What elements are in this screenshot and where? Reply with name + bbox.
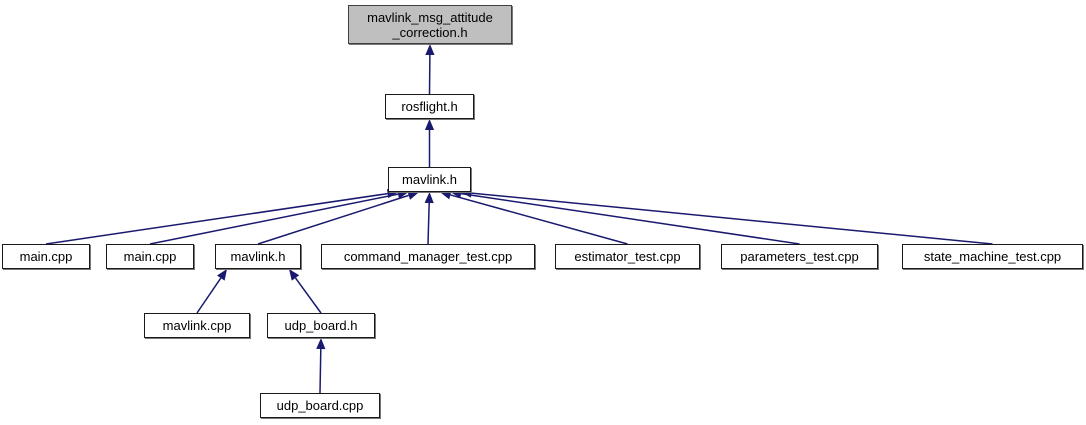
graph-node-mavlink_msg_attitude_correction_h: mavlink_msg_attitude _correction.h bbox=[348, 5, 512, 44]
graph-node-state_machine_test_cpp[interactable]: state_machine_test.cpp bbox=[902, 244, 1083, 269]
graph-node-label: parameters_test.cpp bbox=[740, 249, 859, 264]
graph-edge-arrowhead-udp_board_h-to-mavlink_h_low bbox=[289, 269, 300, 281]
graph-node-label: mavlink.h bbox=[402, 172, 457, 187]
graph-node-parameters_test_cpp[interactable]: parameters_test.cpp bbox=[721, 244, 878, 269]
graph-node-label: state_machine_test.cpp bbox=[923, 249, 1062, 264]
graph-edge-line-estimator_test_cpp-to-mavlink_h_mid bbox=[450, 194, 628, 245]
graph-edge-line-mavlink_cpp-to-mavlink_h_low bbox=[196, 277, 222, 314]
graph-edge-arrowhead-mavlink_h_mid-to-rosflight_h bbox=[424, 119, 435, 130]
graph-node-rosflight_h[interactable]: rosflight.h bbox=[385, 94, 474, 119]
graph-edge-line-parameters_test_cpp-to-mavlink_h_mid bbox=[460, 192, 800, 245]
graph-node-main_cpp_2[interactable]: main.cpp bbox=[106, 244, 194, 269]
graph-edge-line-main_cpp_2-to-mavlink_h_mid bbox=[149, 193, 399, 245]
graph-node-udp_board_cpp[interactable]: udp_board.cpp bbox=[260, 393, 380, 418]
graph-node-label: main.cpp bbox=[123, 249, 177, 264]
graph-node-label: estimator_test.cpp bbox=[574, 249, 681, 264]
graph-edge-arrowhead-mavlink_cpp-to-mavlink_h_low bbox=[217, 269, 227, 281]
graph-node-label: rosflight.h bbox=[401, 99, 458, 114]
graph-node-mavlink_cpp[interactable]: mavlink.cpp bbox=[144, 313, 250, 338]
graph-node-command_manager_test_cpp[interactable]: command_manager_test.cpp bbox=[321, 244, 535, 269]
graph-node-estimator_test_cpp[interactable]: estimator_test.cpp bbox=[555, 244, 700, 269]
graph-node-label: mavlink.cpp bbox=[162, 318, 232, 333]
graph-edge-arrowhead-rosflight_h-to-mavlink_msg_attitude_correction_h bbox=[425, 44, 435, 56]
graph-node-label: main.cpp bbox=[19, 249, 73, 264]
graph-node-label: udp_board.cpp bbox=[276, 398, 364, 413]
graph-edge-arrowhead-command_manager_test_cpp-to-mavlink_h_mid bbox=[424, 192, 434, 204]
graph-edge-line-state_machine_test_cpp-to-mavlink_h_mid bbox=[471, 192, 993, 245]
graph-edge-line-command_manager_test_cpp-to-mavlink_h_mid bbox=[427, 202, 430, 245]
graph-node-label: mavlink.h bbox=[230, 249, 286, 264]
graph-edge-line-mavlink_h_low-to-mavlink_h_mid bbox=[257, 194, 409, 245]
graph-edge-line-main_cpp_1-to-mavlink_h_mid bbox=[45, 192, 388, 245]
graph-node-label: mavlink_msg_attitude _correction.h bbox=[367, 9, 493, 40]
graph-node-mavlink_h_low[interactable]: mavlink.h bbox=[215, 244, 301, 269]
graph-node-main_cpp_1[interactable]: main.cpp bbox=[2, 244, 90, 269]
graph-node-mavlink_h_mid[interactable]: mavlink.h bbox=[388, 167, 471, 192]
graph-node-label: udp_board.h bbox=[284, 318, 358, 333]
graph-node-udp_board_h[interactable]: udp_board.h bbox=[267, 313, 375, 338]
graph-edge-line-udp_board_cpp-to-udp_board_h bbox=[319, 348, 322, 394]
graph-edge-arrowhead-mavlink_h_low-to-mavlink_h_mid bbox=[407, 190, 420, 200]
graph-edge-arrowhead-udp_board_cpp-to-udp_board_h bbox=[316, 338, 326, 350]
graph-edge-line-udp_board_h-to-mavlink_h_low bbox=[294, 277, 322, 314]
graph-node-label: command_manager_test.cpp bbox=[343, 249, 513, 264]
